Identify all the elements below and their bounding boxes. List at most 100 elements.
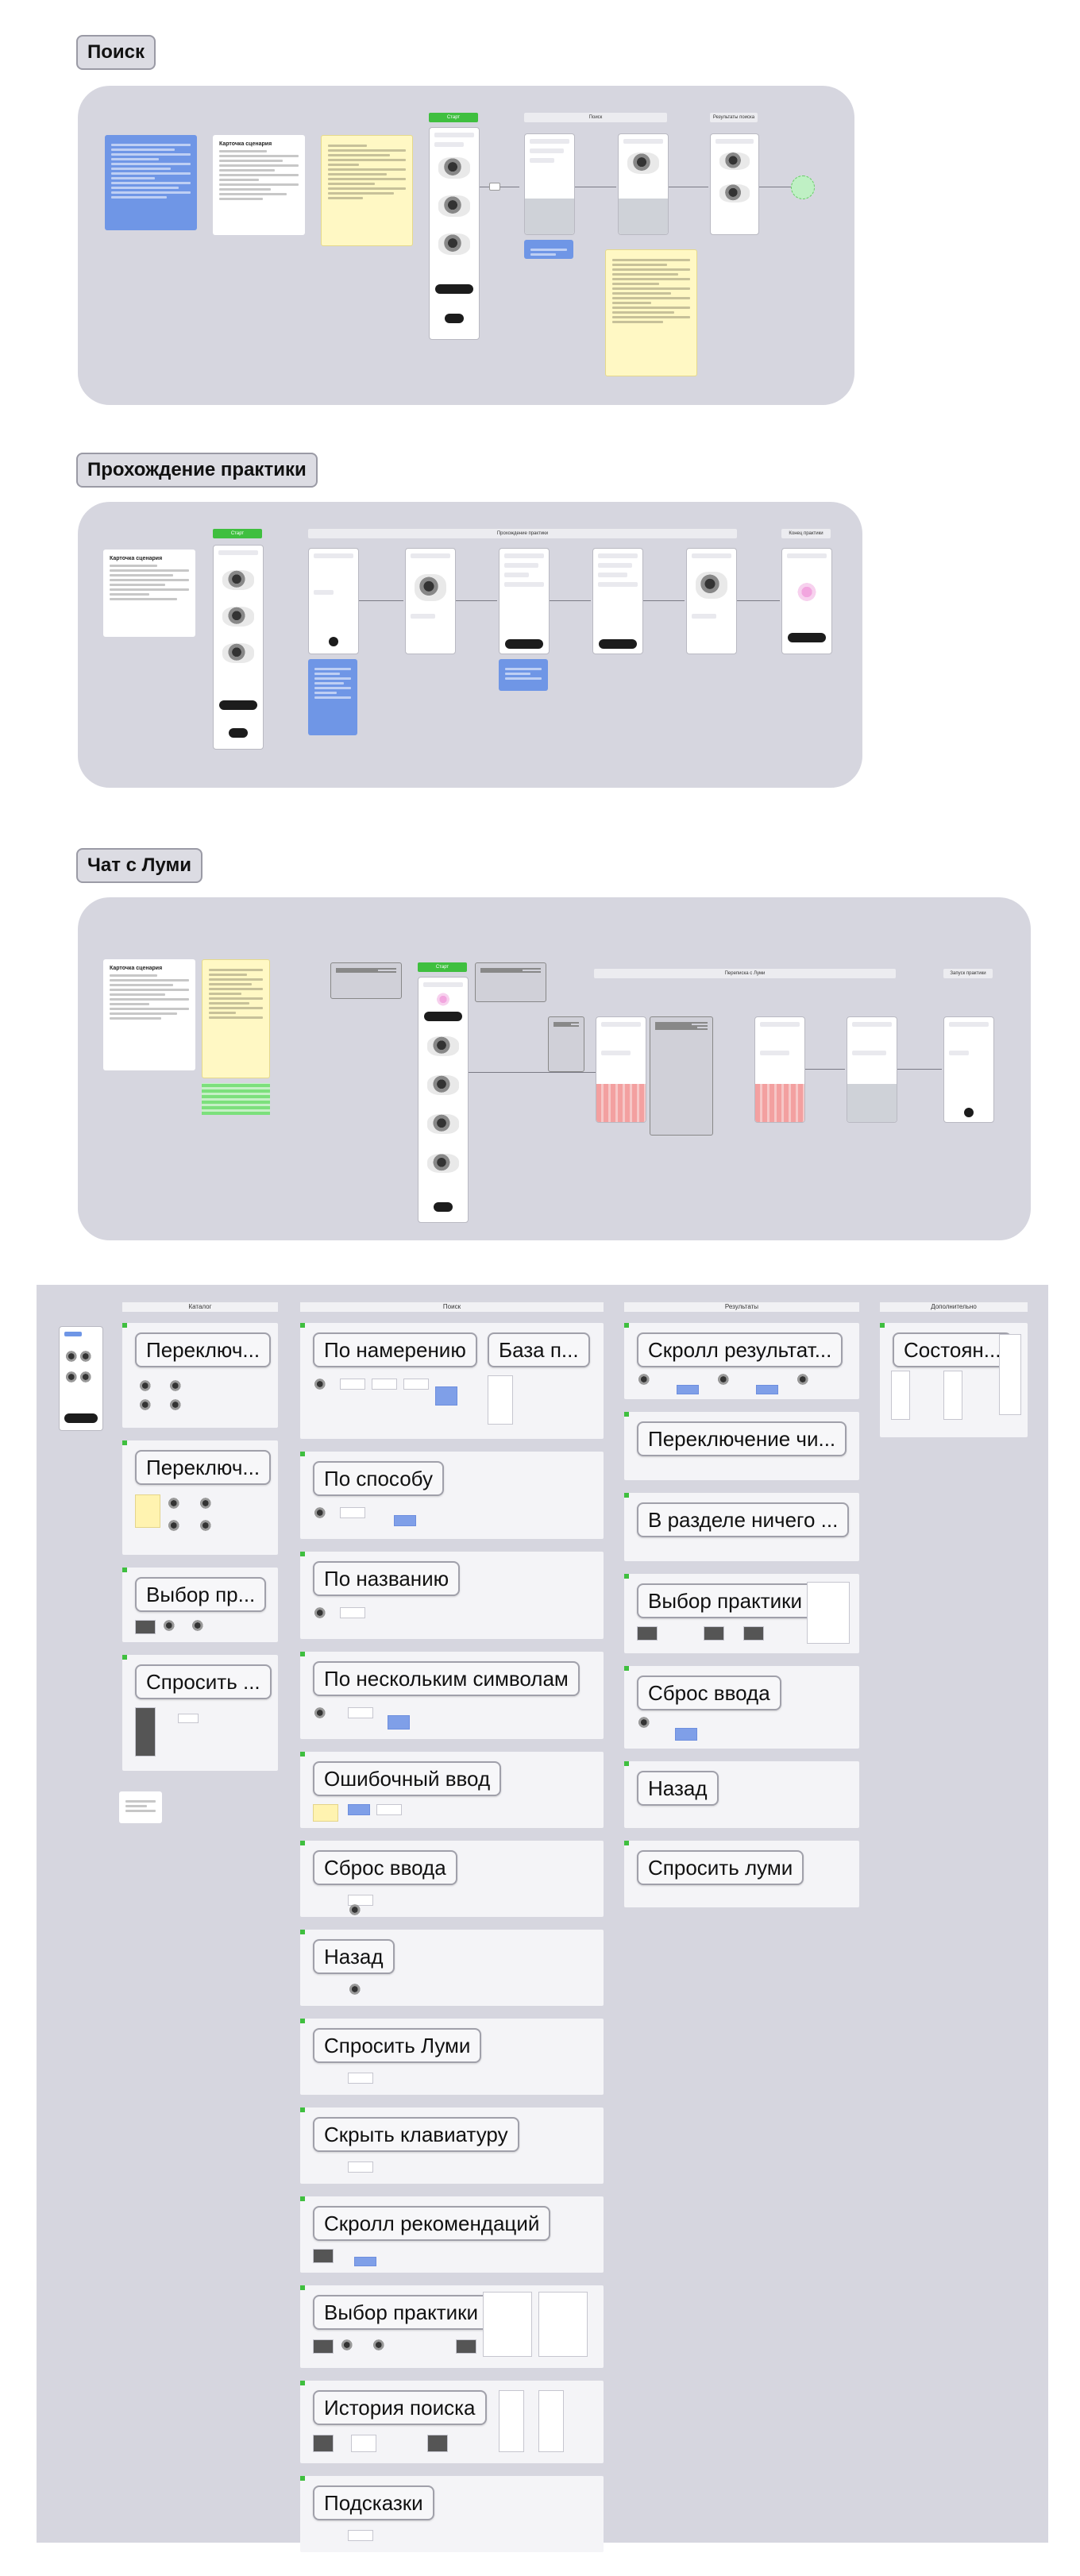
phone-practice-4[interactable]: [592, 548, 643, 654]
phone-catalog[interactable]: [213, 545, 264, 750]
search-card-title: Скролл рекомендаций: [313, 2206, 551, 2241]
search-card-title: Выбор практики: [313, 2295, 490, 2330]
search-card[interactable]: Скрыть клавиатуру: [300, 2107, 604, 2184]
search-card-title: Подсказки: [313, 2485, 434, 2520]
search-card-title: Сброс ввода: [313, 1850, 457, 1885]
search-card[interactable]: Сброс ввода: [300, 1841, 604, 1917]
start-tag: Старт: [429, 113, 478, 122]
phone-search-1[interactable]: [524, 133, 575, 235]
results-card[interactable]: Назад: [624, 1761, 859, 1828]
results-card-title: В разделе ничего ...: [637, 1502, 850, 1537]
chat-scenario-card: Карточка сценария: [103, 959, 195, 1070]
practice-flow-section: Карточка сценария Старт Прохождение прак…: [78, 502, 862, 788]
phone-chat-1[interactable]: [596, 1016, 646, 1123]
column-header-search: Поиск: [300, 1302, 604, 1312]
results-card[interactable]: Скролл результат...: [624, 1323, 859, 1399]
results-card[interactable]: Переключение чи...: [624, 1412, 859, 1480]
phone-practice-5[interactable]: [686, 548, 737, 654]
board-phone-preview[interactable]: [59, 1326, 103, 1431]
section-label-search: Поиск: [76, 35, 156, 70]
practice-scenario-card: Карточка сценария: [103, 550, 195, 637]
catalog-card[interactable]: Спросить ...: [122, 1655, 278, 1771]
search-scenario-card: Карточка сценария: [213, 135, 305, 235]
chat-comment-left: [330, 962, 402, 999]
catalog-card-title: Выбор пр...: [135, 1577, 267, 1612]
search-card[interactable]: По нескольким символам: [300, 1652, 604, 1739]
scenarios-board: Каталог Поиск Результаты Дополнительно П…: [37, 1285, 1048, 2552]
search-card[interactable]: Спросить Луми: [300, 2019, 604, 2095]
chat-yellow-note: [202, 959, 270, 1078]
results-card[interactable]: Сброс ввода: [624, 1666, 859, 1749]
column-header-catalog: Каталог: [122, 1302, 278, 1312]
phone-search-2[interactable]: [618, 133, 669, 235]
search-card[interactable]: По названию: [300, 1552, 604, 1639]
search-yellow-note-2: [605, 249, 697, 376]
practice-end-header: Конец практики: [781, 529, 831, 538]
scenario-card-title: Карточка сценария: [110, 556, 163, 561]
column-header-results: Результаты: [624, 1302, 859, 1312]
results-card[interactable]: Выбор практики: [624, 1574, 859, 1653]
phone-catalog[interactable]: [418, 977, 469, 1223]
results-card-title: Переключение чи...: [637, 1421, 847, 1456]
extra-card[interactable]: Состоян...: [880, 1323, 1028, 1437]
phone-practice-end[interactable]: [781, 548, 832, 654]
column-header-extra: Дополнительно: [880, 1302, 1028, 1312]
search-card-title: Скрыть клавиатуру: [313, 2117, 519, 2152]
phone-chat-2[interactable]: [754, 1016, 805, 1123]
results-card-title: Спросить луми: [637, 1850, 804, 1885]
scenario-card-title: Карточка сценария: [219, 141, 272, 147]
phone-chat-3[interactable]: [847, 1016, 897, 1123]
end-node: [791, 175, 815, 199]
board-small-note: [119, 1791, 162, 1823]
search-side-card-title: База п...: [488, 1332, 590, 1367]
section-label-practice: Прохождение практики: [76, 453, 318, 488]
search-card[interactable]: Подсказки: [300, 2476, 604, 2552]
results-card[interactable]: Спросить луми: [624, 1841, 859, 1907]
chat-group-header: Переписка с Луми: [594, 969, 896, 978]
search-card-title: История поиска: [313, 2390, 487, 2425]
practice-group-header: Прохождение практики: [308, 529, 737, 538]
flow-step-chip: [489, 183, 500, 191]
section-label-chat: Чат с Луми: [76, 848, 203, 883]
search-card[interactable]: История поиска: [300, 2381, 604, 2463]
search-flow-section: Карточка сценария Старт Поиск Результаты…: [78, 86, 854, 405]
search-card[interactable]: Назад: [300, 1930, 604, 2006]
phone-practice-3[interactable]: [499, 548, 550, 654]
search-card-title: По названию: [313, 1561, 461, 1596]
phone-chat-finish[interactable]: [943, 1016, 994, 1123]
chat-highlight-block: [202, 1083, 270, 1115]
practice-blue-note: [308, 659, 357, 735]
search-card[interactable]: Ошибочный ввод: [300, 1752, 604, 1828]
search-card-title: По нескольким символам: [313, 1661, 580, 1696]
search-card-title: По способу: [313, 1461, 444, 1496]
catalog-card-title: Переключ...: [135, 1450, 272, 1485]
search-blue-note: [105, 135, 197, 230]
search-card-title: По намерению: [313, 1332, 477, 1367]
practice-blue-note-2: [499, 659, 548, 691]
catalog-card-title: Спросить ...: [135, 1664, 272, 1699]
chat-finish-header: Запуск практики: [943, 969, 993, 978]
catalog-card[interactable]: Выбор пр...: [122, 1568, 278, 1642]
search-card-title: Спросить Луми: [313, 2028, 482, 2063]
search-hint-note: [524, 240, 573, 259]
phone-results[interactable]: [710, 133, 759, 235]
search-card[interactable]: По намерению База п...: [300, 1323, 604, 1439]
search-card[interactable]: Выбор практики: [300, 2285, 604, 2368]
phone-practice-1[interactable]: [308, 548, 359, 654]
search-card-title: Назад: [313, 1939, 395, 1974]
extra-card-title: Состоян...: [893, 1332, 1012, 1367]
chat-comment-mid: [650, 1016, 713, 1136]
search-yellow-note: [321, 135, 413, 246]
catalog-card[interactable]: Переключ...: [122, 1440, 278, 1555]
chat-comment-right: [475, 962, 546, 1002]
phone-catalog[interactable]: [429, 127, 480, 340]
chat-step-note: [548, 1016, 584, 1072]
search-card[interactable]: Скролл рекомендаций: [300, 2196, 604, 2273]
phone-practice-2[interactable]: [405, 548, 456, 654]
catalog-card-title: Переключ...: [135, 1332, 272, 1367]
search-card[interactable]: По способу: [300, 1452, 604, 1539]
results-card[interactable]: В разделе ничего ...: [624, 1493, 859, 1561]
results-card-title: Выбор практики: [637, 1583, 814, 1618]
catalog-card[interactable]: Переключ...: [122, 1323, 278, 1428]
results-card-title: Назад: [637, 1771, 719, 1806]
